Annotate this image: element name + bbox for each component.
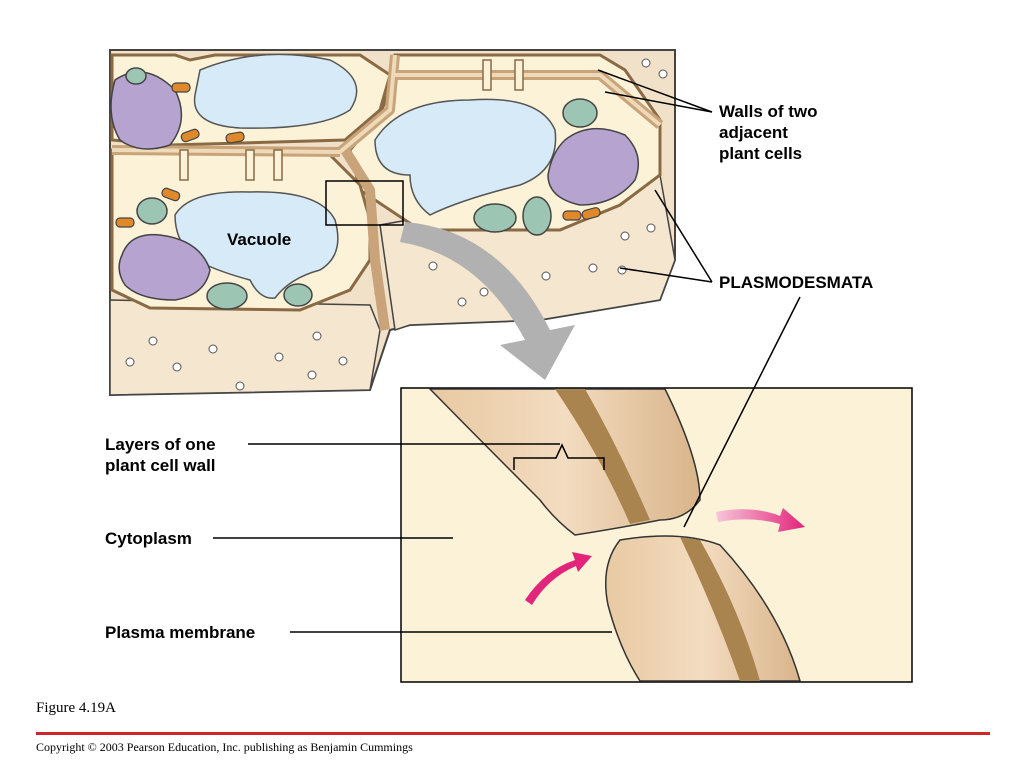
- zoom-arrow: [400, 222, 575, 380]
- walls-label-line-3: plant cells: [719, 144, 803, 163]
- flow-arrow-left: [525, 552, 592, 605]
- copyright-text: Copyright © 2003 Pearson Education, Inc.…: [36, 740, 413, 754]
- layers-label-line-2: plant cell wall: [105, 456, 216, 475]
- layers-label-line-1: Layers of one: [105, 435, 216, 454]
- wall-pits: [125, 58, 668, 391]
- plasmodesmata-label: PLASMODESMATA: [719, 273, 874, 292]
- zoom-wall-upper-lamella: [555, 389, 650, 524]
- nucleus-top-right: [547, 127, 640, 206]
- zoom-panel: [400, 387, 913, 683]
- vacuole-top-right: [374, 98, 557, 216]
- layers-bracket: [513, 443, 605, 470]
- vacuole-label: Vacuole: [227, 230, 292, 249]
- footer-rule: [36, 732, 990, 735]
- walls-label: Walls of two adjacent plant cells: [719, 101, 818, 164]
- cell-walls-light: [111, 54, 662, 154]
- zoom-wall-lower-lamella: [680, 537, 760, 681]
- mitochondria: [115, 82, 601, 228]
- cell-block-left-face: [109, 299, 381, 396]
- flow-arrow-right: [716, 508, 805, 532]
- cell-block: [109, 49, 676, 397]
- figure-caption: Figure 4.19A: [36, 700, 116, 716]
- nucleus-top-left: [110, 71, 183, 150]
- leader-lines: [213, 69, 801, 633]
- wall-gaps: [179, 59, 524, 181]
- cytoplasm-label: Cytoplasm: [105, 529, 192, 548]
- nucleus-bottom-left: [118, 233, 211, 301]
- walls-label-line-2: adjacent: [719, 123, 788, 142]
- zoom-wall-lower: [605, 535, 801, 682]
- chloroplasts: [125, 67, 598, 310]
- layers-label: Layers of one plant cell wall: [105, 434, 216, 476]
- vacuole-top-left: [193, 53, 358, 129]
- magnify-box: [325, 180, 404, 226]
- plasma-membrane-label: Plasma membrane: [105, 623, 256, 642]
- walls-label-line-1: Walls of two: [719, 102, 818, 121]
